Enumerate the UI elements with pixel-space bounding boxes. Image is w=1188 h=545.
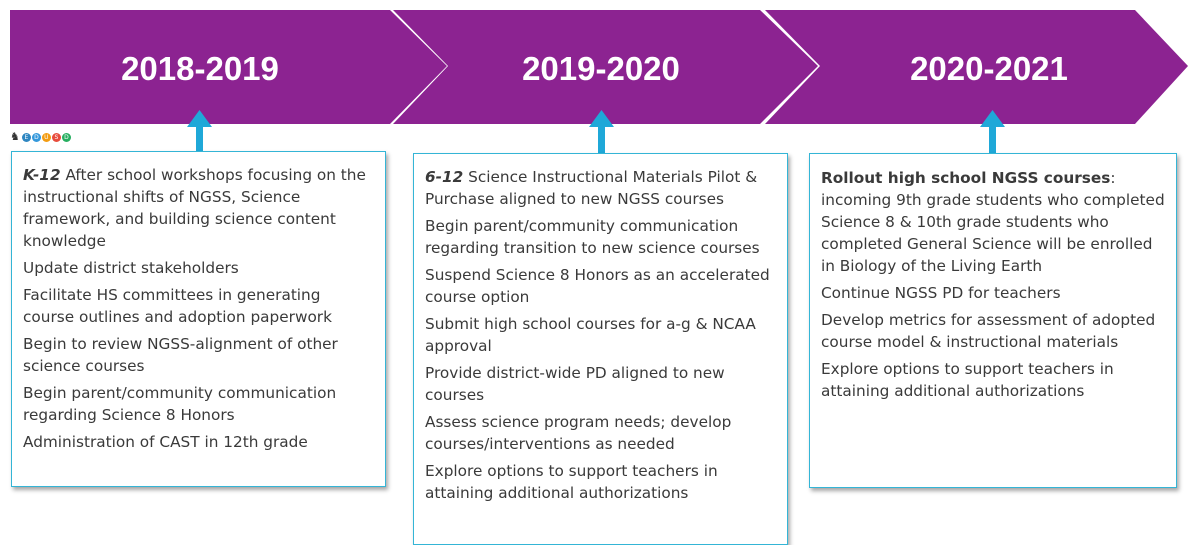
activity-item: Continue NGSS PD for teachers bbox=[821, 282, 1166, 304]
activity-item: Submit high school courses for a-g & NCA… bbox=[425, 313, 777, 357]
activity-text: Continue NGSS PD for teachers bbox=[821, 284, 1061, 302]
activity-item: Develop metrics for assessment of adopte… bbox=[821, 309, 1166, 353]
activity-item: Begin to review NGSS-alignment of other … bbox=[23, 333, 375, 377]
activity-heading: Rollout high school NGSS courses bbox=[821, 169, 1111, 187]
chevron-2020-2021 bbox=[765, 10, 1188, 124]
activity-text: Facilitate HS committees in generating c… bbox=[23, 286, 332, 326]
activity-text: Explore options to support teachers in a… bbox=[425, 462, 718, 502]
activity-item: Suspend Science 8 Honors as an accelerat… bbox=[425, 264, 777, 308]
activity-item: Assess science program needs; develop co… bbox=[425, 411, 777, 455]
logo-dot: D bbox=[31, 132, 41, 142]
activity-item: Administration of CAST in 12th grade bbox=[23, 431, 375, 453]
activity-text: Explore options to support teachers in a… bbox=[821, 360, 1114, 400]
phase-box-2020-2021: Rollout high school NGSS courses: incomi… bbox=[809, 153, 1177, 488]
pointer-arrow-2 bbox=[589, 110, 614, 153]
activity-item: Facilitate HS committees in generating c… bbox=[23, 284, 375, 328]
chevron-2018-2019 bbox=[10, 10, 447, 124]
phase-box-2019-2020: 6-12 Science Instructional Materials Pil… bbox=[413, 153, 788, 545]
activity-item: Explore options to support teachers in a… bbox=[425, 460, 777, 504]
activity-text: Administration of CAST in 12th grade bbox=[23, 433, 308, 451]
logo-dot: D bbox=[61, 132, 71, 142]
activity-text: : incoming 9th grade students who comple… bbox=[821, 169, 1165, 275]
logo-dot: S bbox=[51, 132, 61, 142]
activity-text: After school workshops focusing on the i… bbox=[23, 166, 366, 250]
pointer-arrow-1 bbox=[187, 110, 212, 151]
activity-text: Begin parent/community communication reg… bbox=[23, 384, 337, 424]
activity-text: Submit high school courses for a-g & NCA… bbox=[425, 315, 756, 355]
activity-item: Begin parent/community communication reg… bbox=[425, 215, 777, 259]
year-label-2: 2019-2020 bbox=[522, 50, 680, 87]
activity-text: Update district stakeholders bbox=[23, 259, 239, 277]
activity-text: Assess science program needs; develop co… bbox=[425, 413, 732, 453]
logo-dot: U bbox=[41, 132, 51, 142]
year-label-3: 2020-2021 bbox=[910, 50, 1068, 87]
grade-range-label: K-12 bbox=[23, 166, 61, 184]
activity-text: Provide district-wide PD aligned to new … bbox=[425, 364, 725, 404]
activity-text: Begin to review NGSS-alignment of other … bbox=[23, 335, 338, 375]
chevron-2019-2020 bbox=[393, 10, 818, 124]
activity-item: Rollout high school NGSS courses: incomi… bbox=[821, 167, 1166, 277]
activity-text: Suspend Science 8 Honors as an accelerat… bbox=[425, 266, 770, 306]
activity-text: Science Instructional Materials Pilot & … bbox=[425, 168, 758, 208]
activity-item: Begin parent/community communication reg… bbox=[23, 382, 375, 426]
activity-item: Explore options to support teachers in a… bbox=[821, 358, 1166, 402]
activity-item: Update district stakeholders bbox=[23, 257, 375, 279]
activity-text: Develop metrics for assessment of adopte… bbox=[821, 311, 1156, 351]
activity-item: K-12 After school workshops focusing on … bbox=[23, 164, 375, 252]
logo-dot: E bbox=[21, 132, 31, 142]
logo-figure-icon: ♞ bbox=[10, 131, 20, 143]
activity-item: 6-12 Science Instructional Materials Pil… bbox=[425, 166, 777, 210]
year-label-1: 2018-2019 bbox=[121, 50, 279, 87]
pointer-arrow-3 bbox=[980, 110, 1005, 153]
grade-range-label: 6-12 bbox=[425, 168, 464, 186]
phase-box-2018-2019: K-12 After school workshops focusing on … bbox=[11, 151, 386, 487]
district-logo: ♞ E D U S D bbox=[10, 131, 71, 143]
activity-item: Provide district-wide PD aligned to new … bbox=[425, 362, 777, 406]
activity-text: Begin parent/community communication reg… bbox=[425, 217, 760, 257]
